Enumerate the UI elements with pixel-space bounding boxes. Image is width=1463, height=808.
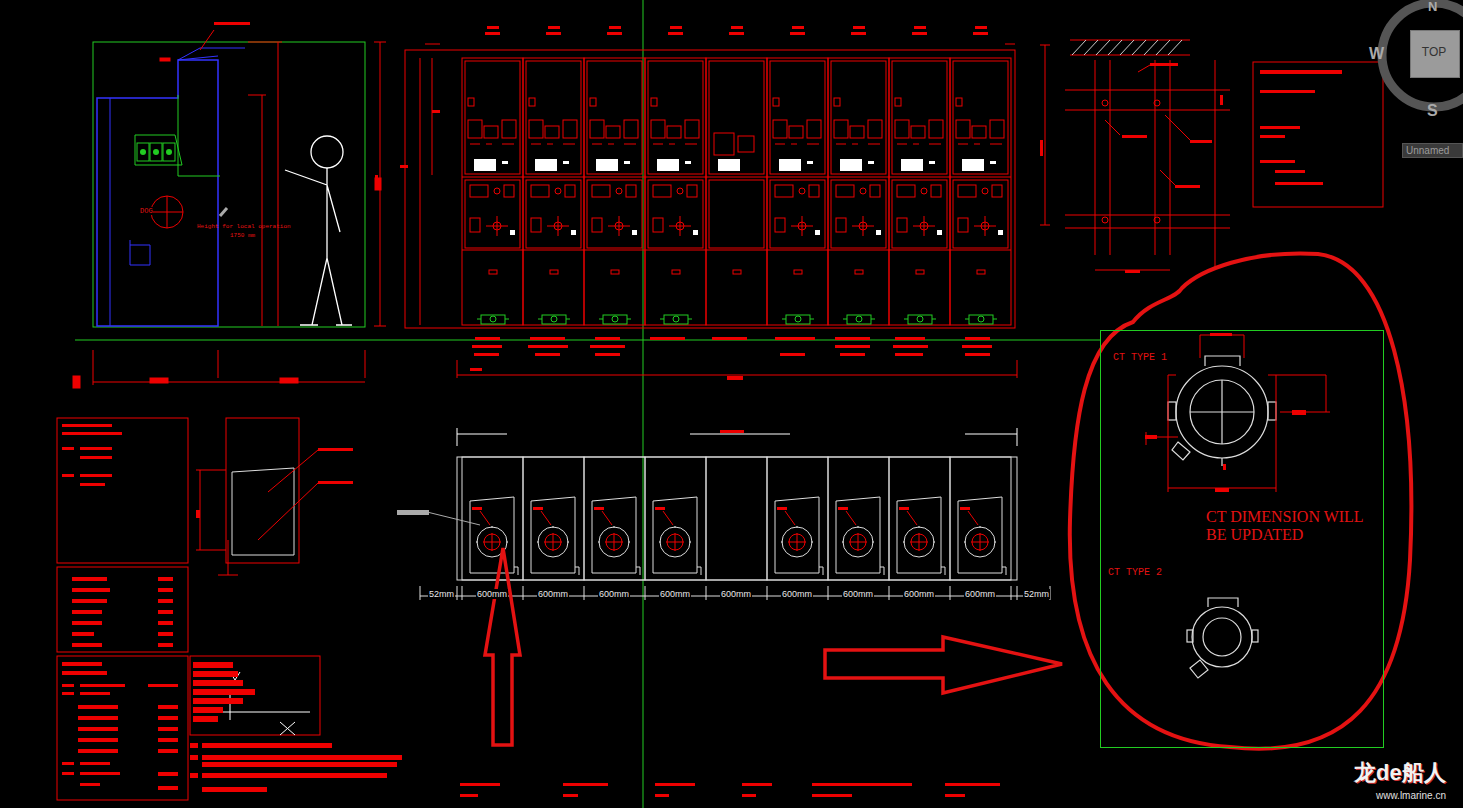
viewcube-label: TOP: [1411, 46, 1457, 60]
dimension: 600mm: [720, 589, 752, 599]
dimension: 600mm: [903, 589, 935, 599]
dimension: 52mm: [1023, 589, 1050, 599]
dimension: 600mm: [537, 589, 569, 599]
ct-type-label: CT TYPE 2: [1108, 567, 1162, 579]
part-label: DOG: [140, 207, 153, 215]
compass-letter: S: [1427, 102, 1438, 120]
view-name: Unnamed: [1406, 145, 1449, 157]
compass-letter: W: [1369, 45, 1384, 63]
dimension: 600mm: [476, 589, 508, 599]
watermark-url: www.lmarine.cn: [1376, 790, 1446, 802]
dimension: 1750 mm: [230, 233, 255, 240]
note-text: CT DIMENSION WILL BE UPDATED: [1206, 508, 1381, 545]
dimension: 600mm: [659, 589, 691, 599]
dimension: 600mm: [842, 589, 874, 599]
compass-letter: N: [1428, 0, 1437, 15]
viewcube-face: TOP: [1410, 30, 1460, 78]
note-text: Height for local operation: [197, 224, 291, 231]
dimension: 600mm: [598, 589, 630, 599]
ct-detail-box: CT TYPE 1 CT DIMENSION WILL BE UPDATED CT …: [1100, 330, 1384, 748]
dimension: 52mm: [428, 589, 455, 599]
view-name-box: Unnamed: [1402, 143, 1463, 158]
ct-type-label: CT TYPE 1: [1113, 352, 1167, 364]
dimension: 600mm: [781, 589, 813, 599]
watermark: 龙de船人: [1354, 760, 1446, 785]
dimension: 600mm: [964, 589, 996, 599]
